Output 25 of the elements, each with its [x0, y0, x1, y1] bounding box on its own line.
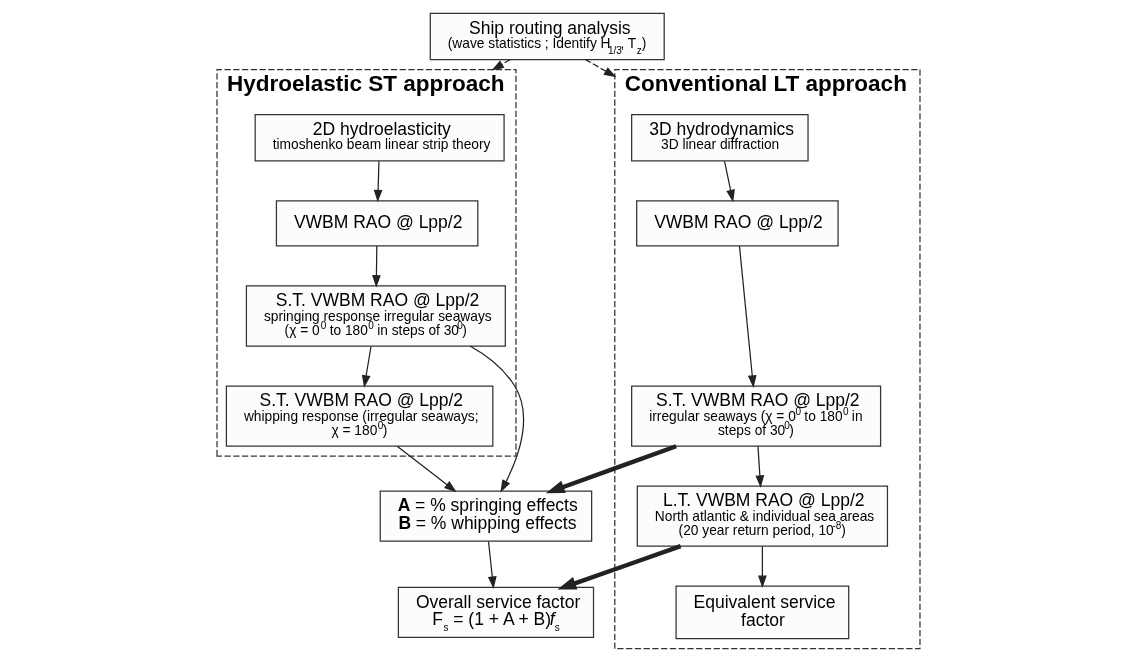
arrow: [556, 544, 681, 590]
arrow: [491, 58, 511, 71]
arrow: [723, 160, 735, 203]
node-box: VWBM RAO @ Lpp/2: [275, 200, 478, 247]
arrow: [545, 444, 677, 494]
node-box: S.T. VWBM RAO @ Lpp/2 whipping response (irregular seaways; χ = 180$^{0}$): [225, 385, 493, 447]
node-box: L.T. VWBM RAO @ Lpp/2 North atlantic & individual sea areas (20 year return period, 10$^{-8}$): [636, 485, 888, 547]
node-box: Ship routing analysis (wave statistics ; Identify H$_{1/3}$, T$_{z}$): [429, 12, 665, 61]
arrow: [738, 245, 757, 388]
arrow: [584, 58, 616, 78]
arrow: [373, 160, 382, 203]
node-box: Overall service factor F$_{s}$ = (1 + A + B)f$_{s}$: [397, 586, 594, 639]
arrow: [487, 540, 497, 589]
node-box: 3D hydrodynamics 3D linear diffraction: [630, 113, 809, 162]
node-box: VWBM RAO @ Lpp/2: [635, 200, 839, 247]
arrow: [468, 345, 524, 493]
node-box: S.T. VWBM RAO @ Lpp/2 irregular seaways (χ = 0$^{0}$ to 180$^{0}$ in steps of 30$^{0}$): [630, 385, 881, 447]
arrow: [361, 345, 372, 388]
node-box: 2D hydroelasticity timoshenko beam linear strip theory: [254, 113, 505, 162]
node-box: Equivalent service factor: [674, 585, 849, 640]
node-box: S.T. VWBM RAO @ Lpp/2 springing response irregular seaways (χ = 0$^{0}$ to 180$^{0}$ in steps of 30$^{0}$): [245, 285, 506, 347]
arrow: [757, 545, 767, 589]
arrow: [371, 245, 381, 288]
node-box: A = % springing effects B = % whipping effects: [379, 490, 592, 542]
arrow: [754, 445, 764, 488]
